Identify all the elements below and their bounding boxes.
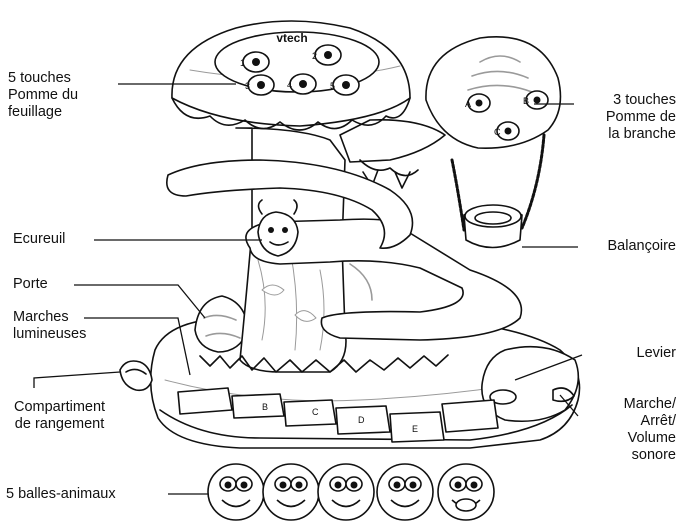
label-line: sonore [624, 447, 676, 464]
label-line: Balançoire [607, 238, 676, 255]
svg-text:C: C [494, 127, 501, 137]
svg-text:2: 2 [312, 51, 317, 61]
label-line: Marches [13, 309, 86, 326]
svg-text:4: 4 [287, 80, 292, 90]
animal-ball-1 [208, 464, 264, 520]
storage-compartment [120, 361, 152, 390]
label-line: Marche/ [624, 396, 676, 413]
animal-ball-4 [377, 464, 433, 520]
label-lever: Levier [637, 345, 677, 362]
animal-ball-3 [318, 464, 374, 520]
label-line: Levier [637, 345, 677, 362]
animal-ball-2 [263, 464, 319, 520]
svg-text:3: 3 [245, 81, 250, 91]
brand-logo: vtech [276, 31, 307, 45]
label-lit-steps: Marches lumineuses [13, 309, 86, 343]
label-branch-buttons: 3 touches Pomme de la branche [606, 92, 676, 143]
label-line: 3 touches [606, 92, 676, 109]
swing-rope-left [452, 160, 464, 230]
label-canopy-buttons: 5 touches Pomme du feuillage [8, 70, 78, 121]
door-rock [195, 296, 248, 352]
label-door: Porte [13, 276, 48, 293]
step-letter: D [358, 415, 365, 425]
label-line: Pomme de [606, 109, 676, 126]
label-line: feuillage [8, 104, 78, 121]
svg-text:1: 1 [240, 58, 245, 68]
label-swing: Balançoire [607, 238, 676, 255]
swing-rope-right [522, 135, 544, 228]
label-balls: 5 balles-animaux [6, 486, 116, 503]
label-squirrel: Ecureuil [13, 231, 65, 248]
label-line: Compartiment [14, 399, 105, 416]
label-line: Volume [624, 430, 676, 447]
branch [340, 120, 445, 162]
svg-text:B: B [523, 96, 529, 106]
step-letter: B [262, 402, 268, 412]
label-line: 5 touches [8, 70, 78, 87]
label-line: Arrêt/ [624, 413, 676, 430]
label-line: Pomme du [8, 87, 78, 104]
right-pad [482, 347, 578, 422]
label-line: 5 balles-animaux [6, 486, 116, 503]
label-line: lumineuses [13, 326, 86, 343]
label-power: Marche/ Arrêt/ Volume sonore [624, 396, 676, 464]
label-line: la branche [606, 126, 676, 143]
svg-text:A: A [465, 99, 471, 109]
svg-text:5: 5 [330, 81, 335, 91]
label-storage: Compartiment de rangement [14, 399, 105, 433]
label-line: Ecureuil [13, 231, 65, 248]
label-line: de rangement [14, 416, 105, 433]
label-line: Porte [13, 276, 48, 293]
step-letter: E [412, 424, 418, 434]
step-letter: C [312, 407, 319, 417]
animal-ball-5 [438, 464, 494, 520]
